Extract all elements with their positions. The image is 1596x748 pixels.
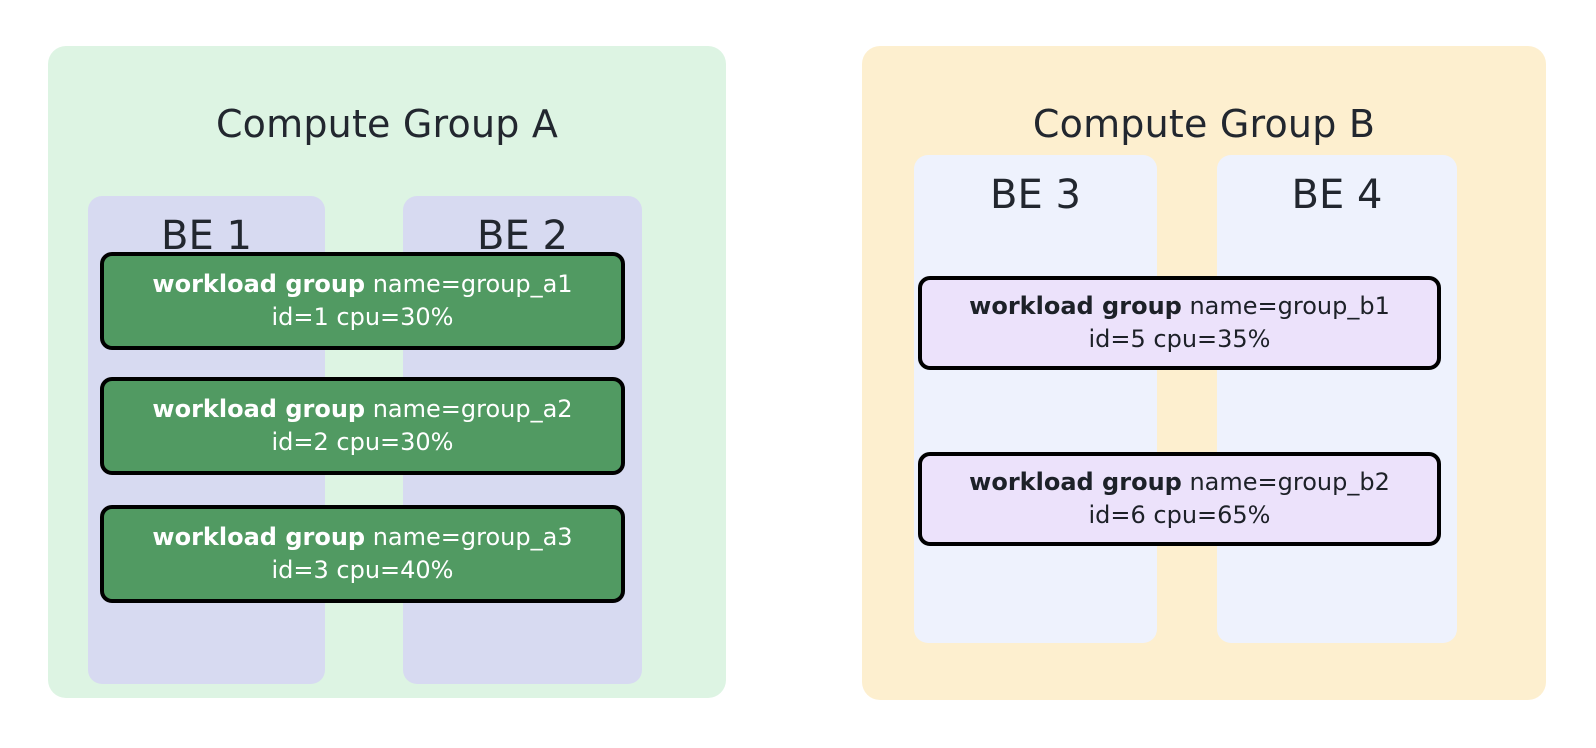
workload-group-b1-name: name=group_b1 (1181, 292, 1390, 320)
workload-group-box-b1: workload group name=group_b1 id=5 cpu=35… (918, 276, 1441, 370)
workload-group-a2-kind: workload group (152, 395, 366, 423)
compute-group-a-title: Compute Group A (215, 102, 559, 146)
backend-panel-be-4: BE 4 (1217, 155, 1457, 643)
backend-label-be-4: BE 4 (1291, 172, 1383, 218)
workload-group-b2-name: name=group_b2 (1181, 468, 1390, 496)
workload-group-b2-detail: id=6 cpu=65% (1088, 501, 1271, 529)
compute-group-b: BE 3 BE 4 Compute Group B workload group… (862, 46, 1546, 700)
compute-group-a: BE 1 BE 2 Compute Group A workload group… (48, 46, 726, 698)
workload-group-a3-name: name=group_a3 (365, 523, 573, 551)
workload-group-b1-detail: id=5 cpu=35% (1088, 325, 1271, 353)
workload-group-a1-kind: workload group (152, 270, 366, 298)
workload-group-b2-heading: workload group name=group_b2 (969, 466, 1390, 499)
workload-group-b1-kind: workload group (969, 292, 1182, 320)
workload-group-box-a1: workload group name=group_a1 id=1 cpu=30… (100, 252, 625, 350)
workload-group-a3-heading: workload group name=group_a3 (152, 521, 572, 554)
workload-group-box-b2: workload group name=group_b2 id=6 cpu=65… (918, 452, 1441, 546)
workload-group-box-a3: workload group name=group_a3 id=3 cpu=40… (100, 505, 625, 603)
workload-group-a3-kind: workload group (152, 523, 366, 551)
backend-label-be-1: BE 1 (161, 213, 252, 259)
workload-group-box-a2: workload group name=group_a2 id=2 cpu=30… (100, 377, 625, 475)
workload-group-a1-heading: workload group name=group_a1 (152, 268, 572, 301)
workload-group-a1-name: name=group_a1 (365, 270, 573, 298)
workload-group-b2-kind: workload group (969, 468, 1182, 496)
workload-group-b1-heading: workload group name=group_b1 (969, 290, 1390, 323)
backend-label-be-3: BE 3 (990, 172, 1081, 218)
backend-panel-be-3: BE 3 (914, 155, 1157, 643)
workload-group-a1-detail: id=1 cpu=30% (271, 303, 454, 331)
compute-group-b-title: Compute Group B (1032, 102, 1376, 146)
workload-group-a2-detail: id=2 cpu=30% (271, 428, 454, 456)
backend-label-be-2: BE 2 (477, 213, 568, 259)
workload-group-a2-name: name=group_a2 (365, 395, 573, 423)
workload-group-a3-detail: id=3 cpu=40% (271, 556, 454, 584)
workload-group-a2-heading: workload group name=group_a2 (152, 393, 572, 426)
